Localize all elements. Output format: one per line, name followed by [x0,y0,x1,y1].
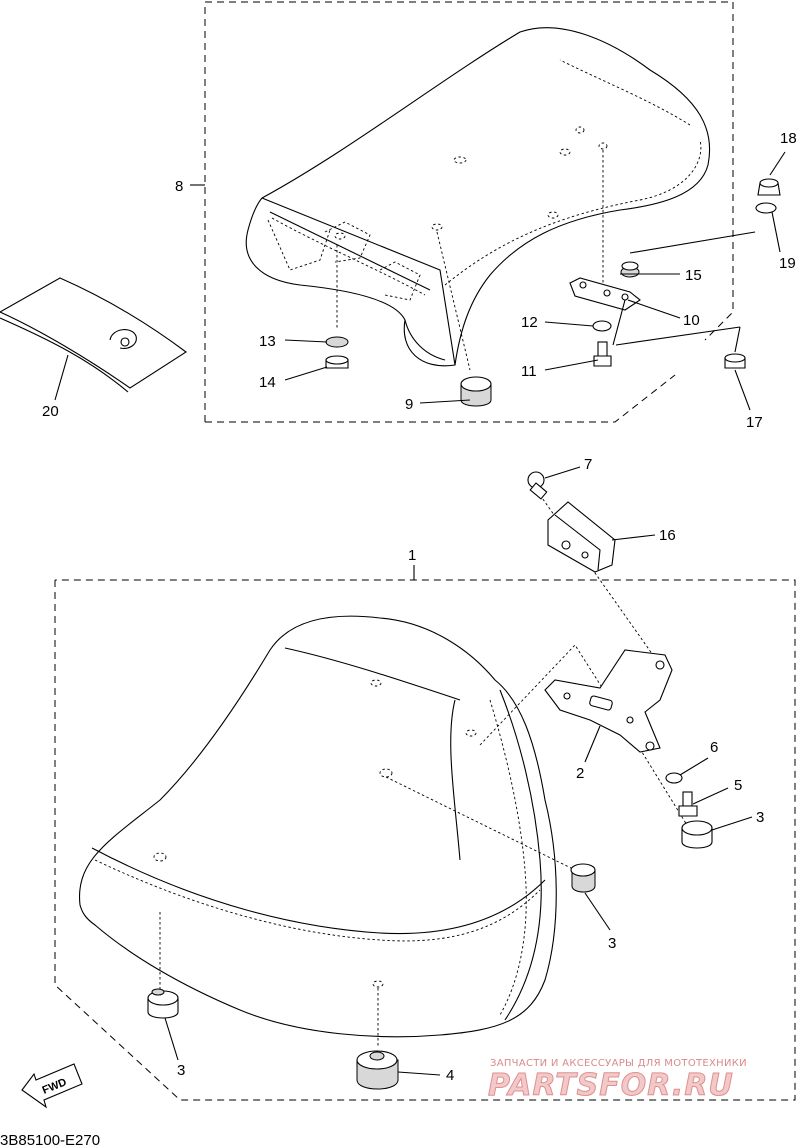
bracket-part-16 [547,501,616,573]
label-part-9: 9 [405,396,413,413]
bolt-part-5 [678,791,698,817]
label-part-3-center: 3 [608,935,616,952]
bolt-part-7 [527,471,548,500]
rider-seat [78,615,557,1038]
leader-lines [54,151,786,1076]
washer-part-6 [665,772,683,784]
nut-part-17 [724,353,746,369]
label-part-5: 5 [734,777,742,794]
damper-part-3-left [147,988,179,1019]
washer-part-13 [325,336,349,348]
watermark-brand: PARTSFOR.RU [488,1068,734,1103]
label-part-1: 1 [408,547,416,564]
label-part-12: 12 [521,314,538,331]
label-part-16: 16 [659,527,676,544]
label-part-11: 11 [521,363,537,380]
diagram-code: 3B85100-E270 [0,1132,100,1148]
seat-cover-part-20 [0,277,187,393]
label-part-2: 2 [576,765,584,782]
passenger-seat-assembly [190,1,781,423]
passenger-seat [245,27,711,367]
part-labels: 1 2 3 3 3 4 5 6 7 8 9 10 11 12 13 14 15 … [42,130,797,1084]
assembly-1-boundary [54,579,796,1101]
label-part-13: 13 [259,333,276,350]
damper-part-3-right [681,820,713,849]
assembly-8-boundary [204,1,734,422]
watermark-tagline: ЗАПЧАСТИ И АКСЕССУАРЫ ДЛЯ МОТОТЕХНИКИ [490,1058,747,1069]
label-part-7: 7 [584,456,592,473]
rider-seat-assembly [54,494,796,1101]
damper-part-4 [356,1050,399,1090]
label-part-19: 19 [779,255,796,272]
label-part-10: 10 [683,312,700,329]
label-part-18: 18 [780,130,797,147]
bracket-part-10 [569,277,641,311]
grommet-part-15 [620,261,640,278]
washer-part-19 [755,202,777,214]
bracket-part-2 [544,649,673,753]
forward-arrow: FWD [21,1063,83,1109]
damper-part-3-center [570,863,596,893]
label-part-3-left: 3 [177,1062,185,1079]
damper-part-9 [460,376,492,407]
lock-washer-part-12 [592,320,612,332]
label-part-15: 15 [685,267,702,284]
watermark: ЗАПЧАСТИ И АКСЕССУАРЫ ДЛЯ МОТОТЕХНИКИ PA… [488,1058,747,1104]
nut-part-18 [757,178,781,196]
label-part-4: 4 [446,1067,454,1084]
label-part-8: 8 [175,178,183,195]
label-part-17: 17 [746,414,763,431]
bolt-part-11 [593,341,612,367]
label-part-6: 6 [710,739,718,756]
label-part-20: 20 [42,403,59,420]
label-part-14: 14 [259,374,276,391]
label-part-3-right: 3 [756,809,764,826]
assembly-8-boundary-bottom [205,374,676,423]
